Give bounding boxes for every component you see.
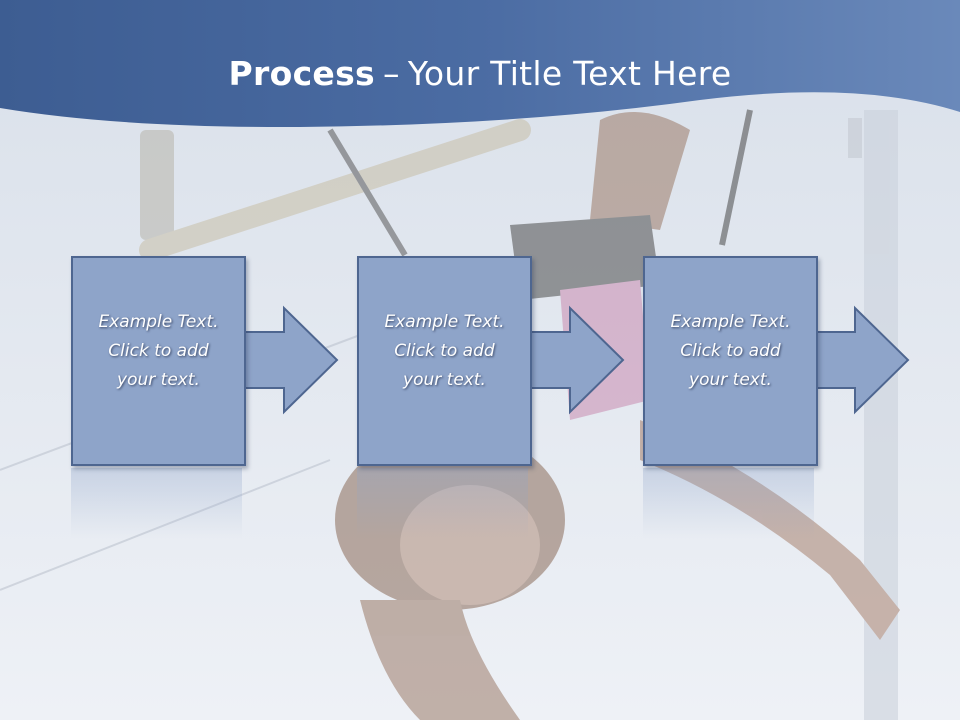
- step-text-line: your text.: [689, 370, 772, 390]
- title-separator: –: [383, 54, 400, 93]
- step-box: [71, 256, 246, 466]
- box-reflection: [71, 468, 242, 538]
- title-main-part: Your Title Text Here: [407, 54, 732, 93]
- step-text[interactable]: Example Text. Click to add your text.: [359, 308, 530, 395]
- step-text[interactable]: Example Text. Click to add your text.: [645, 308, 816, 395]
- process-step-2[interactable]: Example Text. Click to add your text.: [357, 256, 532, 466]
- step-text-line: Click to add: [394, 341, 495, 361]
- step-text-line: Example Text.: [670, 312, 791, 332]
- step-text[interactable]: Example Text. Click to add your text.: [73, 308, 244, 395]
- box-reflection: [357, 468, 528, 538]
- step-text-line: Example Text.: [98, 312, 219, 332]
- step-text-line: your text.: [403, 370, 486, 390]
- right-arrow-icon: [229, 305, 339, 415]
- title-bold-part: Process: [228, 54, 375, 93]
- process-step-3[interactable]: Example Text. Click to add your text.: [643, 256, 818, 466]
- step-box: [357, 256, 532, 466]
- step-text-line: your text.: [117, 370, 200, 390]
- slide-title[interactable]: Process–Your Title Text Here: [0, 52, 960, 96]
- step-text-line: Click to add: [108, 341, 209, 361]
- step-text-line: Click to add: [680, 341, 781, 361]
- box-reflection: [643, 468, 814, 538]
- process-step-1[interactable]: Example Text. Click to add your text.: [71, 256, 246, 466]
- step-box: [643, 256, 818, 466]
- step-text-line: Example Text.: [384, 312, 505, 332]
